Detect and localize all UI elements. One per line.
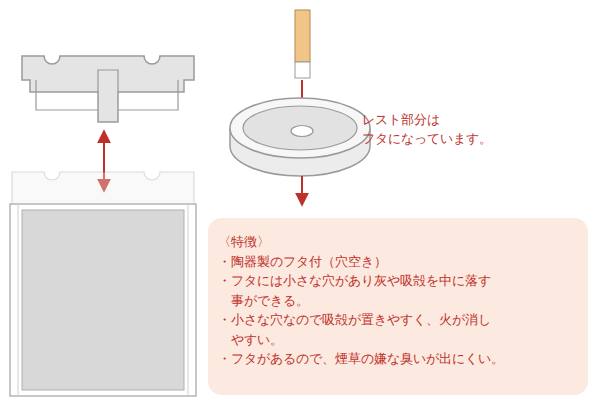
container xyxy=(10,204,196,396)
rest-lid xyxy=(230,98,370,176)
lid-section xyxy=(22,56,194,122)
callout-label: レスト部分は フタになっています。 xyxy=(362,110,499,148)
feature-heading: 〈特徴〉 xyxy=(218,232,576,252)
down-arrow xyxy=(301,176,303,204)
feature-item: ・フタがあるので、煙草の嫌な臭いが出にくい。 xyxy=(218,349,530,369)
cigarette xyxy=(295,10,310,78)
feature-item: ・小さな穴なので吸殻が置きやすく、火が消し やすい。 xyxy=(218,310,530,349)
feature-item: ・陶器製のフタ付（穴空き） xyxy=(218,252,530,272)
feature-item: ・フタには小さな穴があり灰や吸殻を中に落す 事ができる。 xyxy=(218,271,530,310)
feature-box: 〈特徴〉・陶器製のフタ付（穴空き）・フタには小さな穴があり灰や吸殻を中に落す 事… xyxy=(208,218,588,395)
lid-ghost xyxy=(12,172,194,206)
